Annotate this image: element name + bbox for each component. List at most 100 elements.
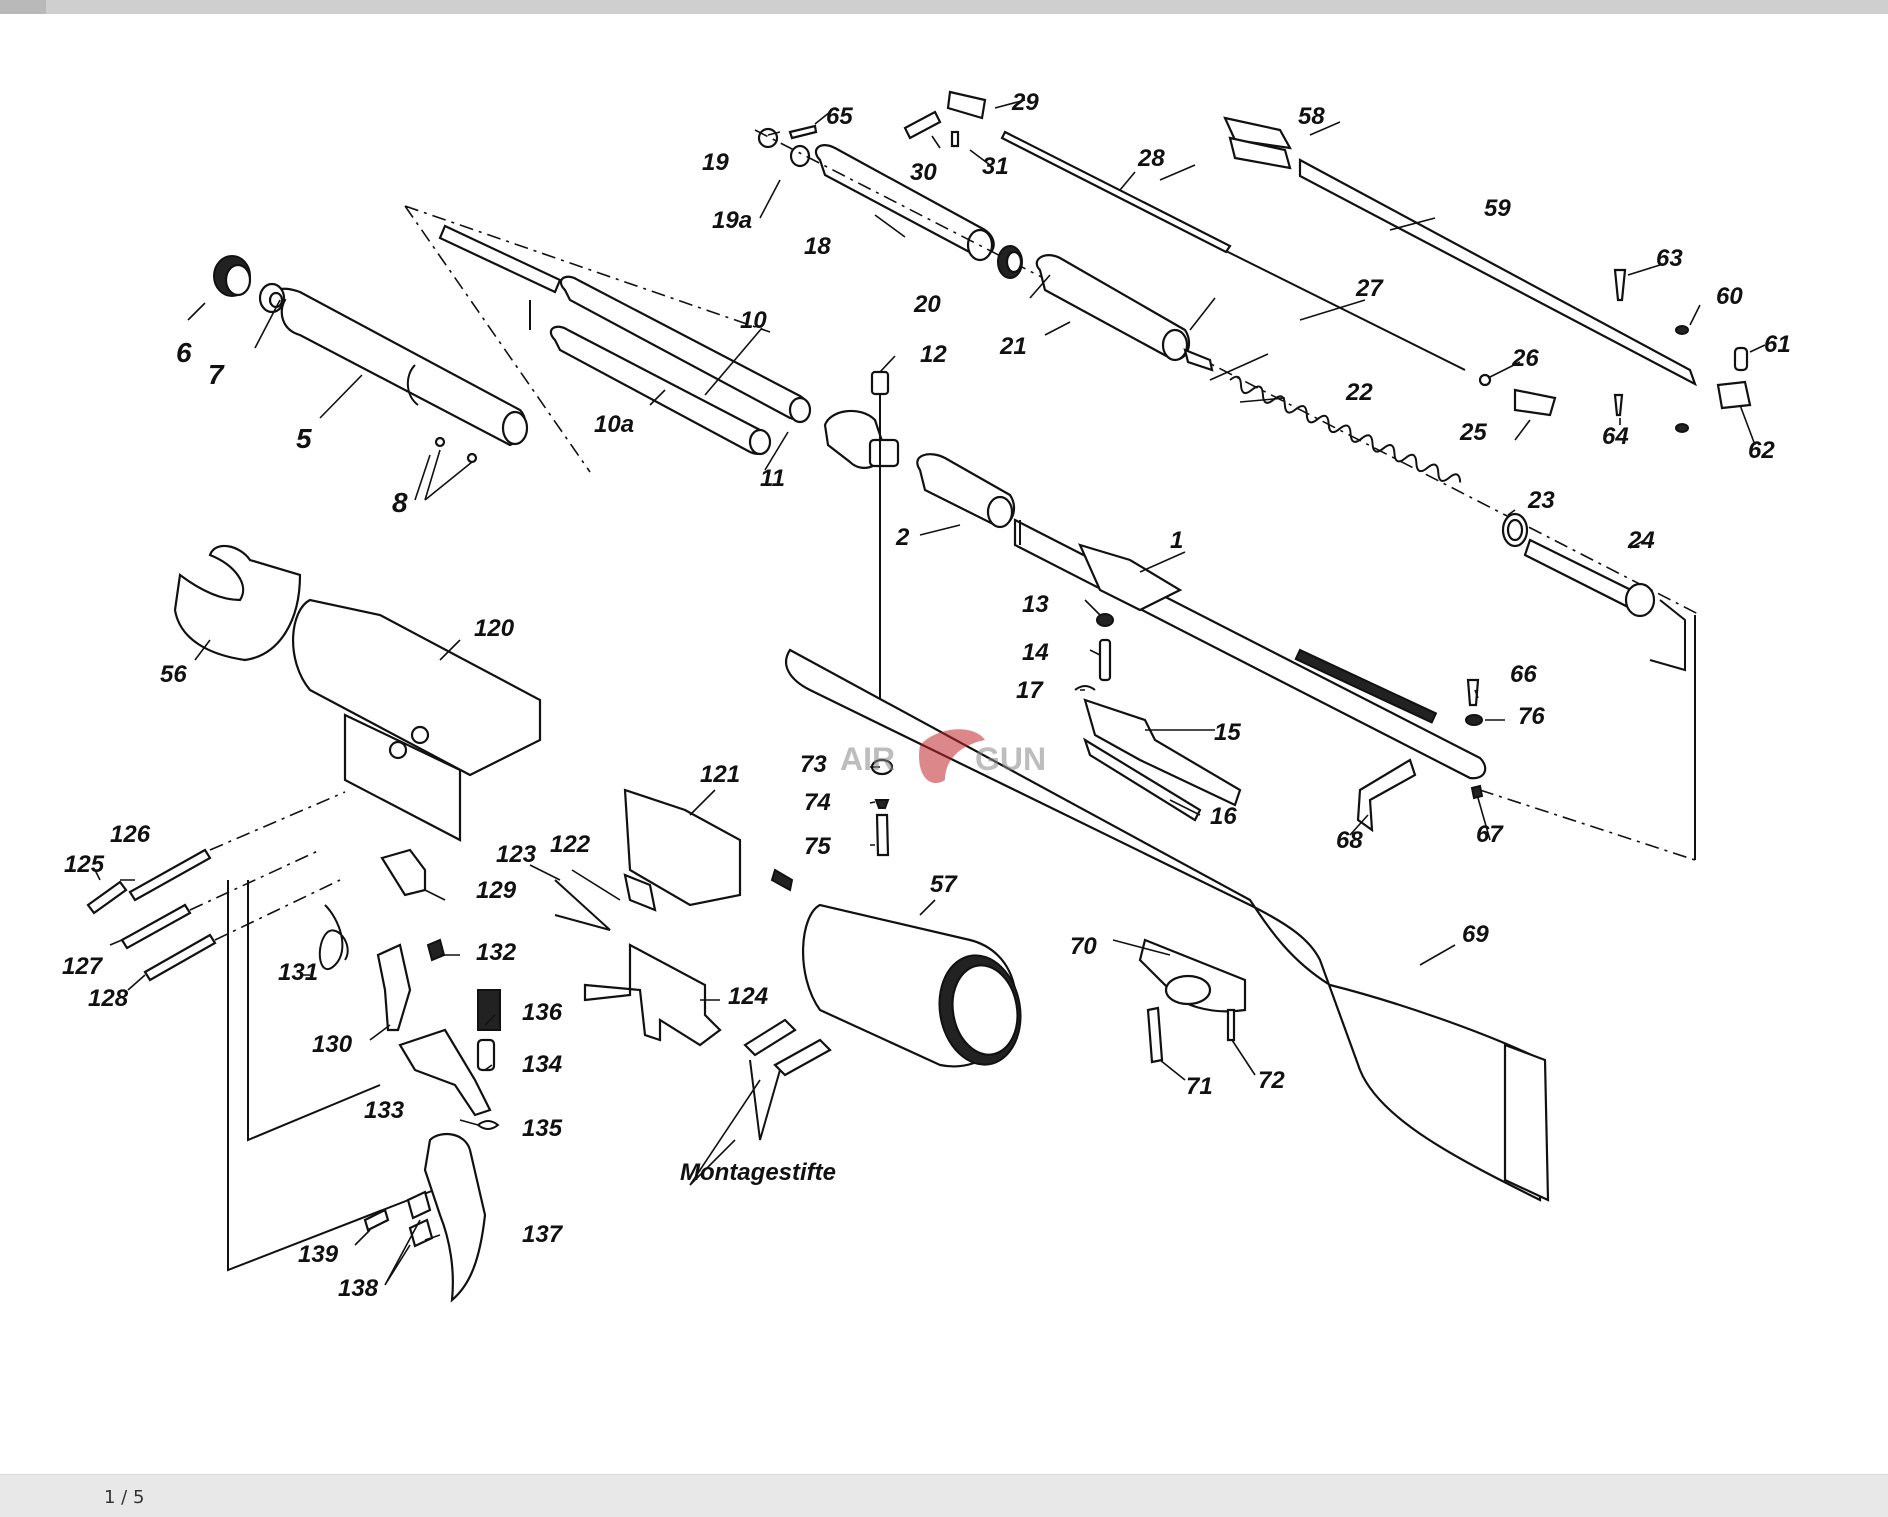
part-58-bracket — [1223, 116, 1293, 170]
part-63-screw — [1613, 268, 1627, 302]
part-13-washer — [1096, 613, 1114, 627]
callout-1: 1 — [1170, 527, 1183, 554]
part-21-piston — [1035, 254, 1214, 372]
part-138-screws — [406, 1190, 434, 1248]
callout-28: 28 — [1137, 145, 1165, 172]
diagram-canvas: AIR GUN 1 2 5 6 7 8 10 10a 11 12 13 14 1… — [0, 14, 1888, 1474]
part-19a-washer — [789, 144, 811, 168]
callout-63: 63 — [1656, 245, 1683, 272]
part-70-trigger-guard — [1138, 938, 1247, 1013]
callout-31: 31 — [982, 153, 1009, 180]
part-12-pin — [870, 370, 890, 396]
callout-130: 130 — [312, 1031, 353, 1058]
callout-69: 69 — [1462, 921, 1489, 948]
part-123-spring-wire — [554, 879, 611, 931]
callout-134: 134 — [522, 1051, 562, 1078]
callout-62: 62 — [1748, 437, 1775, 464]
viewer-footer: 1 / 5 — [0, 1474, 1888, 1517]
callout-123: 123 — [496, 841, 537, 868]
callout-2: 2 — [895, 524, 910, 551]
part-62-block — [1716, 380, 1752, 410]
callout-66: 66 — [1510, 661, 1537, 688]
callout-126: 126 — [110, 821, 151, 848]
callout-7: 7 — [208, 359, 225, 390]
callout-76: 76 — [1518, 703, 1545, 730]
callout-20: 20 — [913, 291, 941, 318]
part-23-washer — [1501, 512, 1529, 548]
part-135-clip — [477, 1120, 500, 1130]
callout-23: 23 — [1527, 487, 1555, 514]
part-68-rail-plate — [1356, 758, 1417, 833]
part-137-trigger — [423, 1132, 487, 1303]
part-56-saddle — [173, 544, 302, 662]
callout-6: 6 — [176, 337, 192, 368]
mounting-pins — [743, 1018, 832, 1141]
callout-5: 5 — [296, 423, 312, 454]
part-133-lever — [398, 1028, 492, 1117]
part-2-cylinder — [916, 453, 1016, 529]
watermark-text-left: AIR — [840, 741, 895, 777]
part-1-receiver — [1013, 518, 1487, 780]
part-6-ring — [213, 255, 252, 297]
watermark-logo: AIR GUN — [840, 729, 1046, 784]
part-61-pin — [1733, 346, 1749, 372]
callout-120: 120 — [474, 615, 515, 642]
callout-22: 22 — [1345, 379, 1373, 406]
part-76-nut — [1465, 714, 1483, 726]
callout-11: 11 — [760, 465, 785, 492]
part-127-pin — [120, 903, 192, 950]
part-72-screw — [1226, 1008, 1236, 1042]
part-28-rod — [1000, 130, 1232, 254]
part-75-screw — [875, 813, 890, 857]
callout-131: 131 — [278, 959, 318, 986]
callout-18: 18 — [804, 233, 831, 260]
part-10a-tube — [549, 325, 772, 456]
toolbar-handle[interactable] — [0, 0, 46, 14]
part-66-screw — [1466, 678, 1480, 707]
callout-137: 137 — [522, 1221, 564, 1248]
callout-67: 67 — [1476, 821, 1504, 848]
viewer-toolbar — [0, 0, 1888, 14]
part-126-pin — [128, 848, 212, 902]
part-125-pin — [86, 880, 128, 915]
callout-10a: 10a — [594, 411, 634, 438]
callout-59: 59 — [1484, 195, 1511, 222]
callout-74: 74 — [804, 789, 831, 816]
callout-26: 26 — [1511, 345, 1539, 372]
callout-montagestifte: Montagestifte — [680, 1159, 836, 1186]
callout-19: 19 — [702, 149, 729, 176]
part-64-screw — [1613, 393, 1624, 417]
callout-124: 124 — [728, 983, 768, 1010]
callout-17: 17 — [1016, 677, 1044, 704]
part-65-screw — [788, 124, 818, 140]
callout-129: 129 — [476, 877, 517, 904]
callout-72: 72 — [1258, 1067, 1285, 1094]
callout-27: 27 — [1355, 275, 1384, 302]
part-74-nut — [874, 799, 890, 809]
part-22-spring — [1229, 375, 1462, 483]
part-30-pin — [903, 110, 942, 140]
callout-24: 24 — [1627, 527, 1655, 554]
callout-127: 127 — [62, 953, 104, 980]
callout-68: 68 — [1336, 827, 1363, 854]
part-7-washer — [258, 282, 286, 314]
callout-10: 10 — [740, 307, 767, 334]
part-131-spring — [318, 904, 349, 970]
part-132-spring — [426, 938, 446, 962]
callout-125: 125 — [64, 851, 105, 878]
part-18-tube — [814, 144, 995, 262]
part-5-barrel-sleeve — [276, 287, 529, 447]
callout-29: 29 — [1011, 89, 1039, 116]
callout-30: 30 — [910, 159, 937, 186]
callout-132: 132 — [476, 939, 517, 966]
part-19-washer — [757, 127, 779, 149]
page-indicator: 1 / 5 — [104, 1487, 145, 1508]
callout-14: 14 — [1022, 639, 1049, 666]
callout-21: 21 — [999, 333, 1027, 360]
callout-75: 75 — [804, 833, 831, 860]
part-29-block — [946, 90, 987, 120]
part-11-breech-block — [823, 409, 900, 469]
callout-15: 15 — [1214, 719, 1241, 746]
callout-56: 56 — [160, 661, 187, 688]
callout-12: 12 — [920, 341, 947, 368]
